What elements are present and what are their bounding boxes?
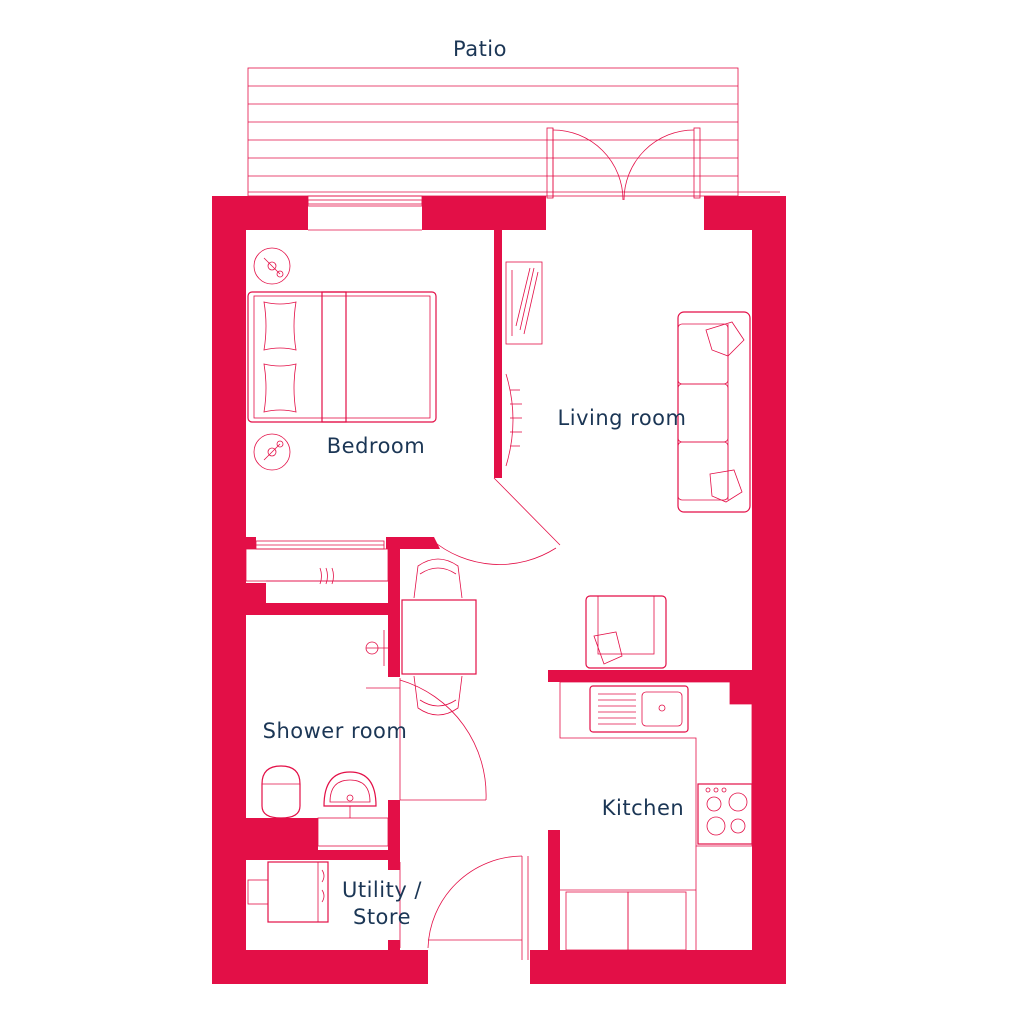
hob-icon — [697, 783, 753, 845]
patio-doors-icon — [546, 127, 701, 201]
bed-icon — [247, 291, 437, 423]
window-icon — [307, 195, 423, 231]
washing-machine-icon — [247, 861, 329, 923]
door-icon — [399, 678, 487, 801]
shower-room-label: Shower room — [262, 719, 408, 743]
kitchen-label: Kitchen — [601, 796, 685, 820]
door-icon — [431, 477, 561, 565]
chair-icon — [413, 675, 463, 716]
tv-unit-icon — [505, 261, 543, 345]
toilet-icon — [261, 765, 301, 819]
chair-icon — [413, 558, 463, 599]
living-room-label: Living room — [557, 406, 687, 430]
radiator-icon — [505, 373, 522, 467]
bedside-lamp-icon — [253, 433, 291, 471]
bedside-lamp-icon — [253, 247, 291, 285]
outer-walls — [212, 196, 786, 984]
bedroom-label: Bedroom — [326, 434, 426, 458]
door-icon — [399, 855, 529, 960]
shower-icon — [365, 630, 400, 689]
utility-label-line2: Store — [352, 905, 411, 929]
utility-label-line1: Utility / — [341, 878, 423, 902]
armchair-icon — [585, 595, 667, 669]
kitchen-sink-icon — [589, 685, 689, 733]
basin-icon — [317, 771, 389, 847]
wardrobe-icon — [245, 540, 389, 585]
sofa-icon — [677, 311, 751, 513]
dining-table-icon — [401, 599, 477, 675]
interior-walls — [246, 230, 752, 952]
kitchen-counter — [559, 681, 753, 951]
patio-label: Patio — [452, 37, 507, 61]
